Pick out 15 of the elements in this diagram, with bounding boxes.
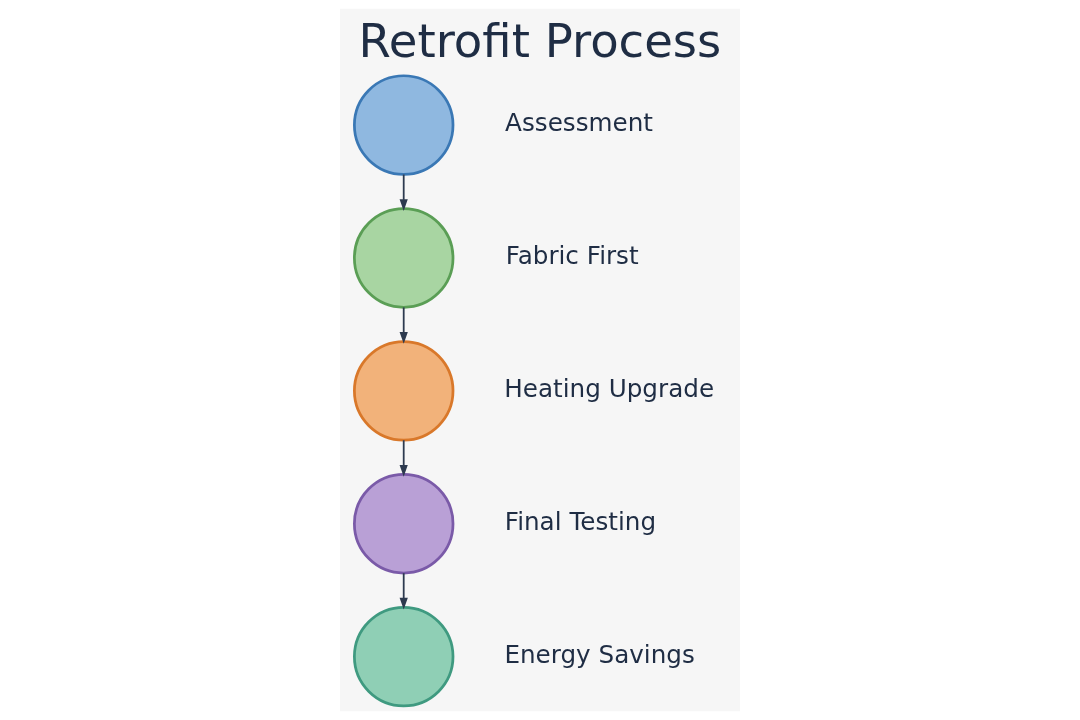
node-circle [353, 473, 455, 575]
node-circle [353, 207, 455, 309]
node-label: Final Testing [504, 506, 657, 536]
node-circle [353, 340, 455, 442]
node-circle [353, 605, 455, 708]
node-circle [353, 74, 455, 176]
node-label: Fabric First [505, 240, 639, 270]
diagram-title: Retrofit Process [358, 13, 722, 68]
node-label: Heating Upgrade [504, 373, 715, 403]
node-label: Energy Savings [504, 639, 695, 669]
arrow [399, 572, 408, 610]
node-label: Assessment [505, 108, 653, 138]
arrow [399, 173, 408, 211]
arrow [399, 439, 408, 477]
arrow [399, 306, 408, 344]
